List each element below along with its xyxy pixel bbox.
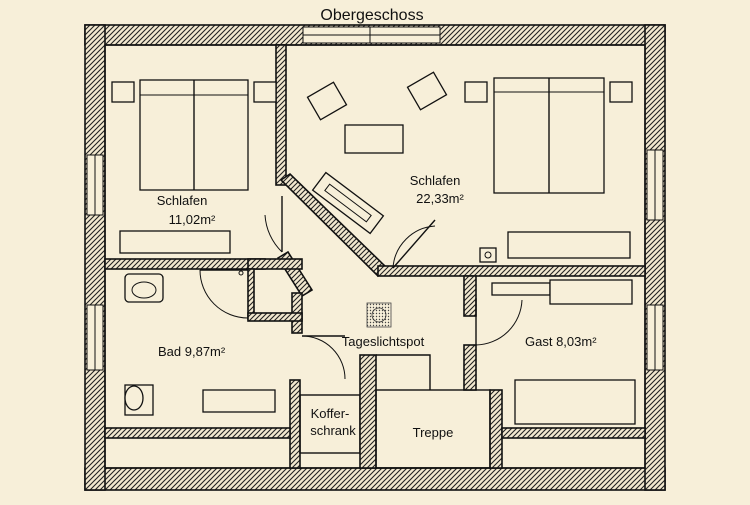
room-labels: Schlafen 11,02m² Schlafen 22,33m² Bad 9,…	[157, 173, 597, 440]
plan-title: Obergeschoss	[320, 7, 423, 24]
room-label-tageslichtspot: Tageslichtspot	[342, 334, 425, 349]
furniture-left-bedroom	[111, 79, 277, 254]
furniture-bathroom	[124, 270, 276, 416]
room-name-schlafen-right: Schlafen	[410, 173, 461, 188]
room-area-schlafen-left: 11,02m²	[169, 212, 216, 227]
furniture-right-bedroom	[306, 71, 633, 263]
room-label-koffer-line2: schrank	[310, 423, 356, 438]
doors	[199, 196, 523, 380]
interior-walls	[104, 44, 646, 469]
room-label-bad: Bad 9,87m²	[158, 344, 226, 359]
room-label-treppe: Treppe	[413, 425, 454, 440]
windows	[86, 26, 664, 371]
room-label-gast: Gast 8,03m²	[525, 334, 597, 349]
stair-outline	[376, 354, 431, 390]
room-label-koffer-line1: Koffer-	[311, 406, 350, 421]
outer-walls	[84, 24, 666, 491]
room-name-schlafen-left: Schlafen	[157, 193, 208, 208]
furniture-guest-room	[491, 279, 636, 425]
room-area-schlafen-right: 22,33m²	[416, 191, 464, 206]
daylight-spot-icon	[366, 302, 392, 328]
